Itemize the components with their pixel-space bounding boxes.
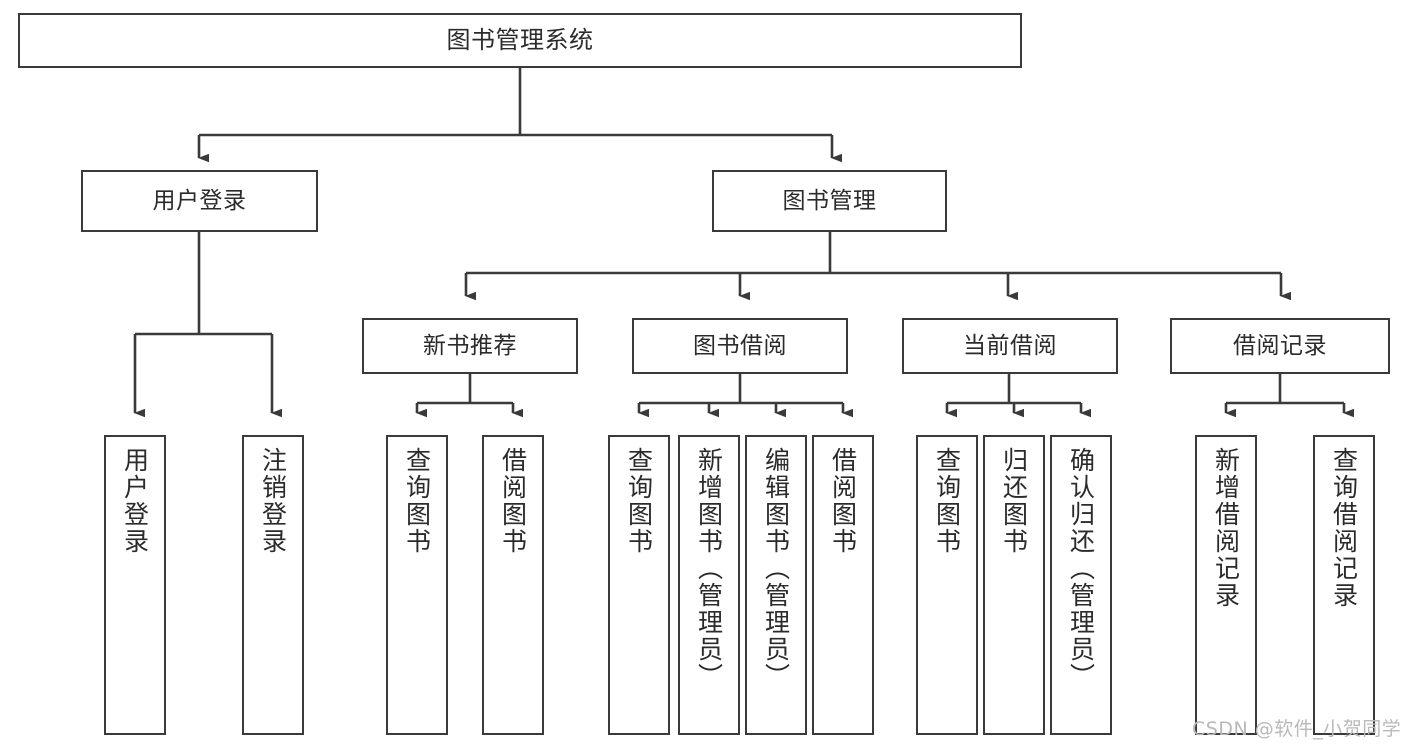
leaf-newbook-borrow-book-label: 借阅图书 (498, 447, 528, 555)
node-borrow-record[interactable]: 借阅记录 (1170, 318, 1390, 374)
node-current-borrow[interactable]: 当前借阅 (902, 318, 1118, 374)
node-root[interactable]: 图书管理系统 (18, 13, 1022, 68)
leaf-borrow-edit-book[interactable]: 编辑图书（管理员） (745, 435, 807, 735)
watermark: CSDN @软件_小贺同学 (1192, 718, 1402, 740)
leaf-record-add[interactable]: 新增借阅记录 (1195, 435, 1257, 735)
leaf-user-login[interactable]: 用户登录 (104, 435, 166, 735)
leaf-current-confirm-return-label: 确认归还（管理员） (1066, 447, 1096, 690)
node-current-borrow-label: 当前借阅 (963, 332, 1057, 359)
node-root-label: 图书管理系统 (446, 25, 594, 54)
leaf-newbook-query-book-label: 查询图书 (402, 447, 432, 555)
leaf-borrow-borrow-book[interactable]: 借阅图书 (812, 435, 874, 735)
node-user-login-label: 用户登录 (152, 187, 247, 214)
leaf-user-login-label: 用户登录 (120, 447, 150, 555)
node-new-book-recommend-label: 新书推荐 (423, 332, 517, 359)
leaf-borrow-query-book-label: 查询图书 (624, 447, 654, 555)
leaf-borrow-add-book[interactable]: 新增图书（管理员） (678, 435, 740, 735)
leaf-record-query[interactable]: 查询借阅记录 (1313, 435, 1375, 735)
leaf-record-query-label: 查询借阅记录 (1329, 447, 1359, 609)
node-book-borrow-label: 图书借阅 (693, 332, 787, 359)
node-user-login[interactable]: 用户登录 (81, 170, 318, 232)
leaf-logout-label: 注销登录 (258, 447, 288, 555)
leaf-borrow-add-book-label: 新增图书（管理员） (694, 447, 724, 690)
node-borrow-record-label: 借阅记录 (1233, 332, 1327, 359)
node-book-management-label: 图书管理 (782, 187, 877, 214)
leaf-current-query-book[interactable]: 查询图书 (916, 435, 978, 735)
leaf-current-return-book[interactable]: 归还图书 (983, 435, 1045, 735)
leaf-logout[interactable]: 注销登录 (242, 435, 304, 735)
leaf-borrow-borrow-book-label: 借阅图书 (828, 447, 858, 555)
leaf-current-return-book-label: 归还图书 (999, 447, 1029, 555)
leaf-borrow-edit-book-label: 编辑图书（管理员） (761, 447, 791, 690)
leaf-current-confirm-return[interactable]: 确认归还（管理员） (1050, 435, 1112, 735)
leaf-newbook-borrow-book[interactable]: 借阅图书 (482, 435, 544, 735)
leaf-record-add-label: 新增借阅记录 (1211, 447, 1241, 609)
leaf-borrow-query-book[interactable]: 查询图书 (608, 435, 670, 735)
node-book-borrow[interactable]: 图书借阅 (632, 318, 848, 374)
leaf-current-query-book-label: 查询图书 (932, 447, 962, 555)
node-book-management[interactable]: 图书管理 (712, 170, 947, 232)
leaf-newbook-query-book[interactable]: 查询图书 (386, 435, 448, 735)
node-new-book-recommend[interactable]: 新书推荐 (362, 318, 578, 374)
